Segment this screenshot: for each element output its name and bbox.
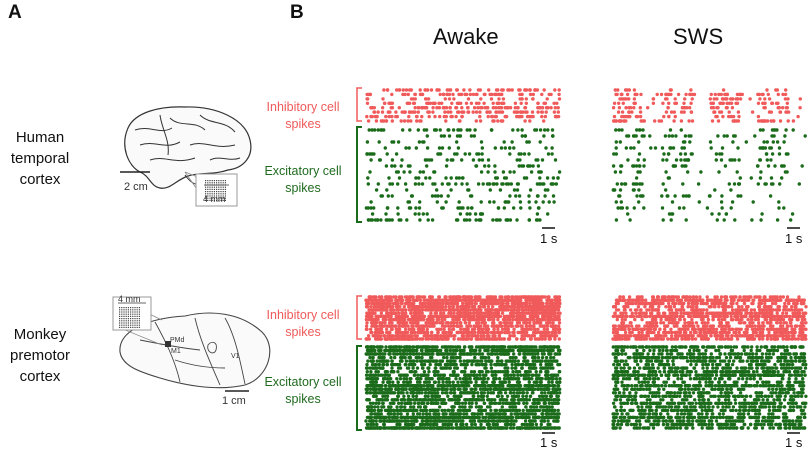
human-species-label: Human temporal cortex xyxy=(0,127,90,190)
time-scale-label: 1 s xyxy=(785,435,803,450)
array-location-marker xyxy=(165,341,171,347)
raster-human-sws xyxy=(611,88,807,222)
area-label-m1: M1 xyxy=(171,348,181,355)
label-line: spikes xyxy=(285,392,321,406)
sws-title: SWS xyxy=(673,24,724,49)
time-scale-label: 1 s xyxy=(540,231,558,246)
label-line: spikes xyxy=(285,117,321,131)
electrode-array-inset xyxy=(112,296,152,331)
raster-monkey-awake xyxy=(364,295,562,430)
panel-b-letter: B xyxy=(290,2,304,23)
label-line: Inhibitory cell xyxy=(266,308,340,322)
species-line: premotor xyxy=(9,347,71,364)
label-line: spikes xyxy=(285,181,321,195)
area-label-pmd: PMd xyxy=(170,337,185,344)
species-line: Human xyxy=(15,129,65,146)
monkey-brain-scale-text: 1 cm xyxy=(222,395,246,407)
inhibitory-label-human: Inhibitory cell spikes xyxy=(248,99,358,133)
excitatory-label-monkey: Excitatory cell spikes xyxy=(248,374,358,408)
inhibitory-label-monkey: Inhibitory cell spikes xyxy=(248,307,358,341)
electrode-grid-icon xyxy=(205,180,226,201)
area-label-v1: V1 xyxy=(231,353,240,360)
monkey-species-label: Monkey premotor cortex xyxy=(0,324,90,387)
human-brain-scale-text: 2 cm xyxy=(124,181,148,193)
label-line: spikes xyxy=(285,325,321,339)
time-scale-label: 1 s xyxy=(540,435,558,450)
species-line: cortex xyxy=(19,368,61,385)
species-line: cortex xyxy=(19,171,61,188)
monkey-brain-icon xyxy=(119,312,271,389)
raster-human-awake xyxy=(364,88,562,222)
excitatory-bracket xyxy=(356,126,362,431)
panel-a-letter: A xyxy=(8,2,22,23)
label-line: Excitatory cell xyxy=(264,164,342,178)
inhibitory-bracket xyxy=(356,87,362,340)
awake-title: Awake xyxy=(433,24,499,49)
array-scale-text: 4 mm xyxy=(118,294,141,304)
raster-monkey-sws xyxy=(611,295,808,430)
human-brain-icon xyxy=(124,106,252,189)
array-scale-text: 4 mm xyxy=(203,194,226,204)
electrode-grid-icon xyxy=(119,307,140,328)
species-line: temporal xyxy=(10,150,70,167)
time-scale-label: 1 s xyxy=(785,231,803,246)
excitatory-label-human: Excitatory cell spikes xyxy=(248,163,358,197)
label-line: Inhibitory cell xyxy=(266,100,340,114)
species-line: Monkey xyxy=(13,326,67,343)
label-line: Excitatory cell xyxy=(264,375,342,389)
